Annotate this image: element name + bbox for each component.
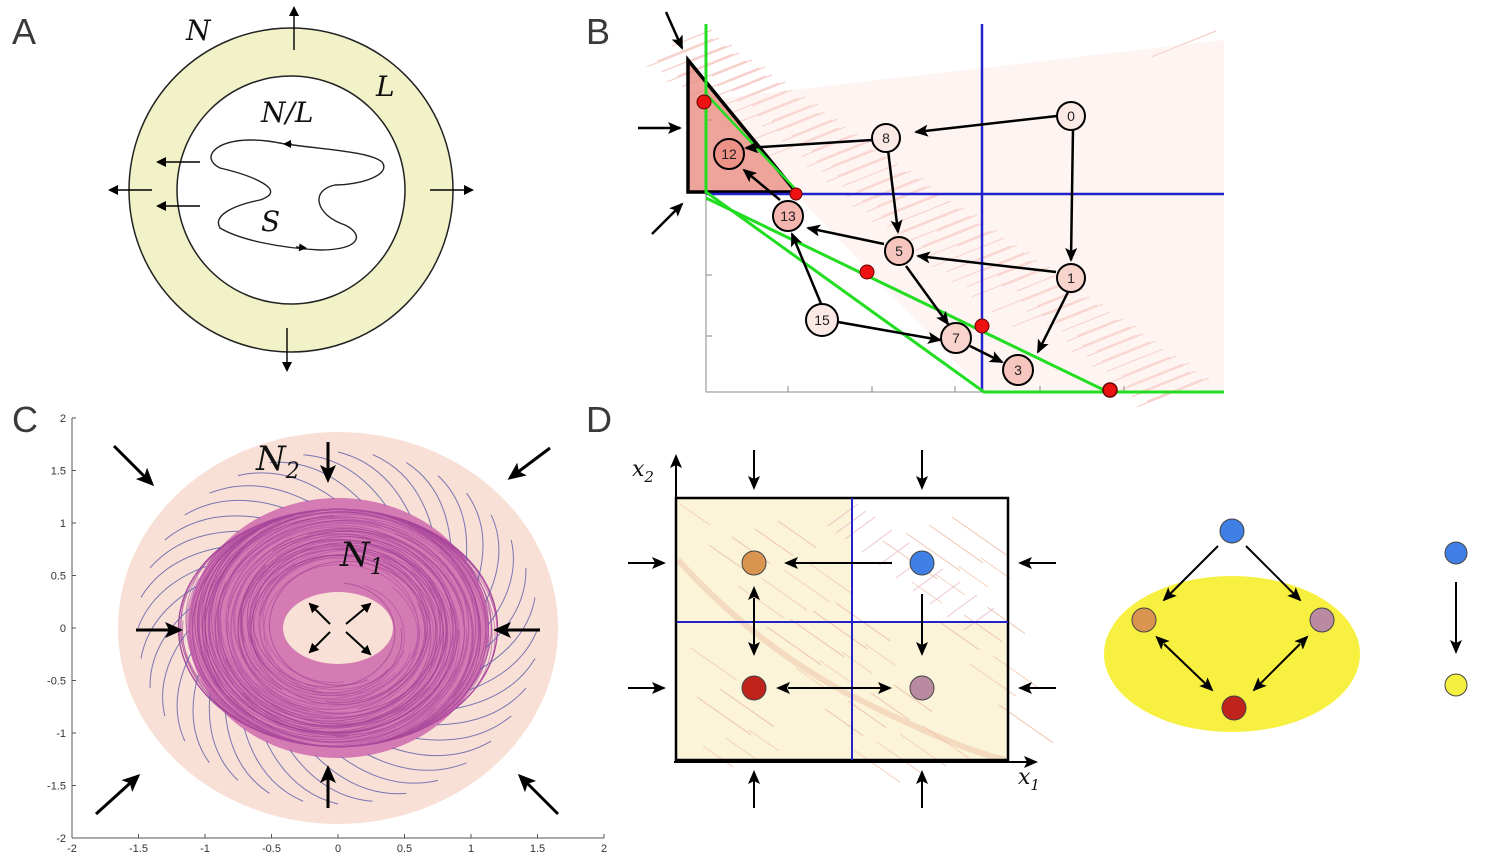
state-node-12: 12 — [713, 138, 745, 170]
panel-b: B — [586, 11, 1224, 408]
d-node-orange — [741, 550, 767, 576]
state-node-0: 0 — [1056, 101, 1086, 131]
c-x-tick-label: -2 — [67, 843, 77, 855]
c-x-tick-label: 2 — [601, 843, 607, 855]
svg-text:1: 1 — [1067, 270, 1075, 286]
label-n: N — [185, 14, 212, 47]
c-y-tick-label: -1.5 — [47, 781, 66, 793]
c-y-tick-label: -1 — [56, 728, 66, 740]
streamline-field-d — [675, 503, 1054, 783]
graph-node-mauve — [1309, 607, 1335, 633]
b-transition-arrows — [742, 114, 1078, 364]
c-x-tick-label: 0 — [335, 843, 341, 855]
svg-text:8: 8 — [882, 130, 890, 146]
closed-curve-s — [210, 139, 385, 251]
panel-letter-a: A — [12, 11, 36, 52]
label-n2: N2 — [255, 439, 300, 484]
c-x-tick-label: 1 — [468, 843, 474, 855]
b-state-nodes: 0 8 12 13 5 1 15 7 3 — [713, 101, 1086, 386]
state-node-1: 1 — [1056, 263, 1086, 293]
equilibrium-point — [1102, 382, 1118, 398]
b-inflow-arrow-top — [664, 11, 684, 50]
svg-text:12: 12 — [721, 146, 737, 162]
quotient-node-yellow — [1444, 673, 1468, 697]
c-x-tick-label: -1.5 — [129, 843, 148, 855]
curve-arrow-bottom — [295, 243, 307, 252]
green-boundary-2 — [705, 196, 1109, 394]
label-n1: N1 — [339, 535, 384, 580]
c-y-tick-label: -0.5 — [47, 676, 66, 688]
streamline-field-b — [646, 29, 1224, 408]
d-node-red — [741, 675, 767, 701]
c-inflow-arrows — [94, 442, 560, 816]
c-x-tick-label: 1.5 — [530, 843, 545, 855]
c-y-tick-label: 2 — [60, 413, 66, 425]
panel-letter-c: C — [12, 399, 38, 440]
inner-hole — [283, 592, 393, 664]
inner-disk — [176, 75, 406, 305]
state-node-3: 3 — [1002, 354, 1034, 386]
graph-edges — [1155, 545, 1309, 692]
svg-text:7: 7 — [952, 330, 960, 346]
c-y-tick-label: 0 — [60, 623, 66, 635]
state-node-5: 5 — [884, 236, 914, 266]
c-x-tick-label: -1 — [200, 843, 210, 855]
d-inflow-arrows — [628, 450, 1056, 808]
panel-d: D x2 x1 — [586, 399, 1468, 808]
graph-node-orange — [1131, 607, 1157, 633]
c-y-tick-label: 0.5 — [51, 571, 66, 583]
d-node-mauve — [909, 675, 935, 701]
equilibrium-point — [789, 187, 803, 201]
svg-text:15: 15 — [814, 312, 830, 328]
equilibrium-point — [974, 318, 990, 334]
state-node-13: 13 — [772, 200, 804, 232]
graph-node-blue — [1219, 518, 1245, 544]
label-s: S — [261, 205, 280, 238]
d-y-axis-label: x2 — [632, 457, 654, 486]
d-node-blue — [909, 550, 935, 576]
c-axis-ticks: -2 -1.5 -1 -0.5 0 0.5 1 1.5 2 2 1.5 1 0.5 0 -0.5 -1 -1.5… — [47, 413, 607, 855]
svg-text:13: 13 — [780, 208, 796, 224]
svg-text:0: 0 — [1067, 108, 1075, 124]
c-y-tick-label: -2 — [56, 833, 66, 845]
d-transition-arrows — [748, 557, 928, 694]
c-x-tick-label: -0.5 — [262, 843, 281, 855]
d-x-axis-label: x1 — [1018, 765, 1040, 794]
c-x-tick-label: 0.5 — [397, 843, 412, 855]
panel-letter-b: B — [586, 11, 610, 52]
attractor-ellipse — [1104, 576, 1360, 732]
state-node-8: 8 — [871, 123, 901, 153]
c-y-tick-label: 1.5 — [51, 466, 66, 478]
panel-letter-d: D — [586, 399, 612, 440]
equilibrium-point — [696, 94, 712, 110]
panel-c: C -2 -1.5 -1 -0.5 0 0.5 1 1.5 2 2 1.5 1 0.5 0 -0.5 -1 -1… — [12, 399, 607, 855]
c-y-tick-label: 1 — [60, 518, 66, 530]
equilibrium-point — [859, 264, 875, 280]
svg-text:5: 5 — [895, 243, 903, 259]
graph-node-red — [1221, 695, 1247, 721]
label-n-over-l: N/L — [260, 96, 314, 129]
state-node-7: 7 — [940, 322, 972, 354]
b-inflow-arrow-bottom — [651, 202, 684, 235]
panel-a: A N L N/L S — [12, 6, 474, 372]
c-center-arrows — [308, 602, 372, 656]
label-l: L — [375, 70, 395, 103]
state-node-15: 15 — [805, 303, 839, 337]
svg-text:3: 3 — [1014, 362, 1022, 378]
quotient-node-blue — [1444, 541, 1468, 565]
